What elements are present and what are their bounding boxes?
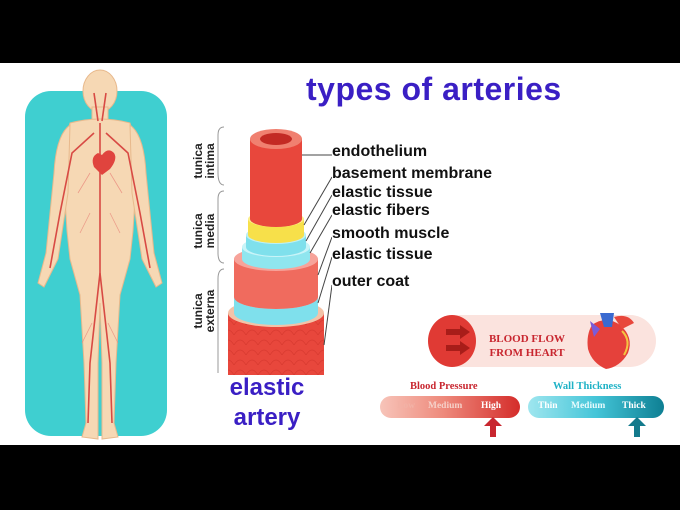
blood-pressure-title: Blood Pressure — [410, 381, 478, 392]
artery-cross-section — [228, 129, 332, 375]
human-body-illustration — [25, 69, 167, 440]
wall-thickness-gauge — [528, 396, 664, 418]
wall-thickness-title: Wall Thickness — [553, 381, 622, 392]
blood-pressure-gauge — [380, 396, 520, 418]
lumen — [260, 133, 292, 145]
wall-thickness-thin: Thin — [538, 401, 558, 411]
layer-label-elastic-fibers: elastic fibers — [332, 202, 430, 219]
blood-pressure-indicator-arrow — [484, 417, 502, 437]
wall-thickness-medium: Medium — [571, 401, 606, 411]
layer-label-basement-membrane: basement membrane — [332, 165, 493, 182]
blood-pressure-medium: Medium — [428, 401, 463, 411]
blood-flow-panel — [428, 313, 656, 369]
heart-icon — [92, 150, 116, 175]
layer-label-endothelium: endothelium — [332, 143, 428, 160]
layer-label-elastic-tissue: elastic tissue — [332, 184, 433, 201]
wall-thickness-indicator-arrow — [628, 417, 646, 437]
layer-label-elastic-tissue-outer: elastic tissue — [332, 246, 433, 263]
blood-pressure-low: Low — [397, 401, 415, 411]
layer-label-smooth-muscle: smooth muscle — [332, 225, 450, 242]
layer-label-outer-coat: outer coat — [332, 273, 410, 290]
tunica-brackets — [217, 126, 225, 373]
heart-illustration — [587, 313, 634, 369]
page-title: types of arteries — [306, 71, 562, 107]
blood-pressure-high: High — [481, 401, 502, 411]
wall-thickness-thick: Thick — [622, 401, 646, 411]
